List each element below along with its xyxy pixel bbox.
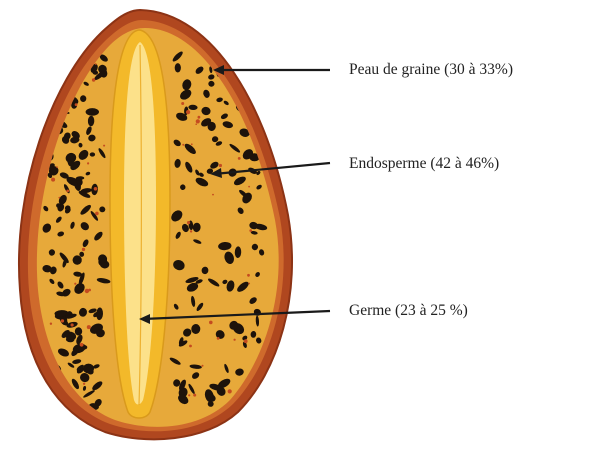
endosperm-fleck bbox=[219, 164, 222, 167]
endosperm-spot bbox=[86, 108, 99, 116]
endosperm-fleck bbox=[92, 78, 95, 81]
endosperm-spot bbox=[80, 95, 86, 102]
endosperm-fleck bbox=[191, 143, 193, 145]
endosperm-fleck bbox=[83, 383, 85, 385]
endosperm-fleck bbox=[248, 186, 250, 188]
endosperm-fleck bbox=[87, 325, 91, 329]
endosperm-fleck bbox=[74, 283, 76, 285]
endosperm-fleck bbox=[193, 394, 196, 397]
endosperm-fleck bbox=[189, 345, 192, 348]
endosperm-fleck bbox=[82, 248, 85, 251]
endosperm-fleck bbox=[186, 110, 190, 114]
endosperm-fleck bbox=[95, 212, 99, 216]
endosperm-fleck bbox=[182, 144, 184, 146]
endosperm-fleck bbox=[238, 157, 241, 160]
endosperm-fleck bbox=[249, 229, 252, 232]
endosperm-spot bbox=[50, 41, 61, 50]
endosperm-fleck bbox=[247, 274, 250, 277]
endosperm-fleck bbox=[61, 319, 64, 322]
endosperm-fleck bbox=[75, 103, 78, 106]
endosperm-fleck bbox=[196, 119, 200, 123]
endosperm-spot bbox=[41, 74, 55, 89]
endosperm-spot bbox=[58, 60, 65, 69]
endosperm-spot bbox=[175, 63, 181, 72]
endosperm-fleck bbox=[250, 83, 253, 86]
endosperm-fleck bbox=[50, 323, 52, 325]
endosperm-spot bbox=[43, 73, 54, 84]
endosperm-fleck bbox=[228, 51, 230, 53]
endosperm-fleck bbox=[95, 63, 97, 65]
label-germ: Germe (23 à 25 %) bbox=[349, 303, 468, 319]
endosperm-fleck bbox=[188, 394, 190, 396]
endosperm-fleck bbox=[103, 145, 105, 147]
endosperm-fleck bbox=[187, 221, 190, 224]
endosperm-fleck bbox=[209, 321, 213, 325]
endosperm-fleck bbox=[88, 289, 91, 292]
endosperm-spot bbox=[246, 72, 252, 79]
endosperm-fleck bbox=[66, 190, 69, 193]
label-endosperm: Endosperme (42 à 46%) bbox=[349, 156, 499, 172]
endosperm-fleck bbox=[94, 187, 98, 191]
endosperm-fleck bbox=[56, 67, 58, 69]
endosperm-fleck bbox=[248, 283, 250, 285]
endosperm-fleck bbox=[234, 339, 236, 341]
endosperm-fleck bbox=[51, 178, 55, 182]
endosperm-spot bbox=[90, 152, 95, 156]
endosperm-fleck bbox=[71, 323, 74, 326]
endosperm-fleck bbox=[228, 389, 232, 393]
label-seed-coat: Peau de graine (30 à 33%) bbox=[349, 62, 513, 78]
endosperm-fleck bbox=[257, 51, 260, 54]
endosperm-spot bbox=[244, 408, 252, 413]
endosperm-fleck bbox=[217, 337, 220, 340]
endosperm-fleck bbox=[212, 194, 214, 196]
endosperm-spot bbox=[54, 66, 59, 74]
endosperm-fleck bbox=[198, 116, 201, 119]
endosperm-spot bbox=[243, 52, 253, 61]
endosperm-fleck bbox=[190, 230, 192, 232]
endosperm-fleck bbox=[80, 343, 84, 347]
endosperm-spot bbox=[49, 41, 62, 55]
endosperm-fleck bbox=[181, 102, 184, 105]
endosperm-fleck bbox=[261, 64, 263, 66]
endosperm-spot bbox=[49, 44, 62, 58]
endosperm-fleck bbox=[87, 162, 89, 164]
endosperm-fleck bbox=[76, 55, 78, 57]
endosperm-fleck bbox=[244, 339, 248, 343]
endosperm-fleck bbox=[195, 123, 197, 125]
endosperm-fleck bbox=[59, 197, 61, 199]
endosperm-spot bbox=[52, 80, 60, 90]
endosperm-spot bbox=[45, 49, 53, 61]
endosperm-spot bbox=[251, 49, 259, 58]
endosperm-fleck bbox=[202, 365, 204, 367]
endosperm-fleck bbox=[56, 166, 58, 168]
endosperm-fleck bbox=[79, 51, 82, 54]
